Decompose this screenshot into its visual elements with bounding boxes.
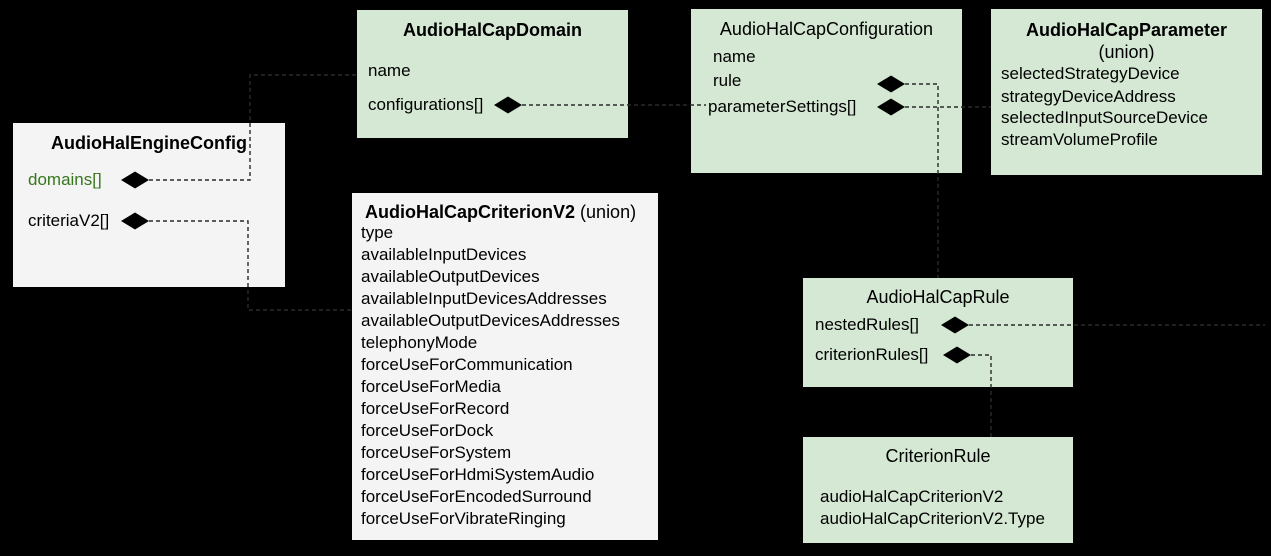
class-box-audio-hal-cap-parameter: AudioHalCapParameter (union) selectedStr… [991, 9, 1262, 175]
field-nested-rules: nestedRules[] [815, 315, 919, 334]
field-force-use-for-dock: forceUseForDock [361, 421, 494, 440]
field-configurations: configurations[] [368, 95, 484, 114]
field-force-use-for-encoded-surround: forceUseForEncodedSurround [361, 487, 592, 506]
class-title: CriterionRule [885, 446, 991, 466]
class-title: AudioHalEngineConfig [51, 133, 247, 153]
class-title: AudioHalCapRule [866, 287, 1010, 307]
field-criterion-rules: criterionRules[] [815, 345, 929, 364]
class-subtitle-union: (union) [1098, 42, 1155, 62]
class-box-audio-hal-cap-configuration: AudioHalCapConfiguration name rule param… [691, 9, 962, 173]
class-title: AudioHalCapDomain [402, 20, 582, 40]
class-title-text: AudioHalCapCriterionV2 [365, 202, 576, 222]
field-force-use-for-communication: forceUseForCommunication [361, 355, 573, 374]
class-title: AudioHalCapConfiguration [719, 19, 934, 39]
field-force-use-for-vibrate-ringing: forceUseForVibrateRinging [361, 509, 566, 528]
field-force-use-for-hdmi-system-audio: forceUseForHdmiSystemAudio [361, 465, 595, 484]
class-box-criterion-rule: CriterionRule audioHalCapCriterionV2 aud… [803, 437, 1073, 543]
field-selected-input-source-device: selectedInputSourceDevice [1001, 108, 1208, 127]
class-subtitle-union: (union) [580, 202, 637, 222]
field-audio-hal-cap-criterion-v2: audioHalCapCriterionV2 [820, 487, 1004, 506]
field-parameter-settings: parameterSettings[] [708, 97, 857, 116]
class-title: AudioHalCapParameter [1025, 20, 1228, 40]
field-type: type [361, 223, 394, 242]
class-box-audio-hal-cap-domain: AudioHalCapDomain name configurations[] [357, 10, 628, 138]
field-name: name [713, 47, 756, 66]
field-rule: rule [713, 71, 742, 90]
field-audio-hal-cap-criterion-v2-type: audioHalCapCriterionV2.Type [820, 509, 1045, 528]
class-box-audio-hal-cap-criterion-v2: AudioHalCapCriterionV2 (union) type avai… [352, 193, 658, 540]
field-available-output-devices-addresses: availableOutputDevicesAddresses [361, 311, 620, 330]
field-available-input-devices: availableInputDevices [361, 245, 527, 264]
field-domains: domains[] [28, 170, 102, 189]
field-force-use-for-media: forceUseForMedia [361, 377, 501, 396]
field-name: name [368, 61, 411, 80]
field-available-input-devices-addresses: availableInputDevicesAddresses [361, 289, 607, 308]
field-telephony-mode: telephonyMode [361, 333, 478, 352]
class-title: AudioHalCapCriterionV2 (union) [352, 201, 658, 223]
field-force-use-for-record: forceUseForRecord [361, 399, 510, 418]
field-available-output-devices: availableOutputDevices [361, 267, 540, 286]
field-criteria-v2: criteriaV2[] [28, 211, 110, 230]
field-strategy-device-address: strategyDeviceAddress [1001, 87, 1176, 106]
field-force-use-for-system: forceUseForSystem [361, 443, 512, 462]
field-stream-volume-profile: streamVolumeProfile [1001, 130, 1158, 149]
class-box-audio-hal-cap-rule: AudioHalCapRule nestedRules[] criterionR… [803, 278, 1073, 387]
field-selected-strategy-device: selectedStrategyDevice [1001, 64, 1180, 83]
class-box-audio-hal-engine-config: AudioHalEngineConfig domains[] criteriaV… [13, 123, 285, 287]
